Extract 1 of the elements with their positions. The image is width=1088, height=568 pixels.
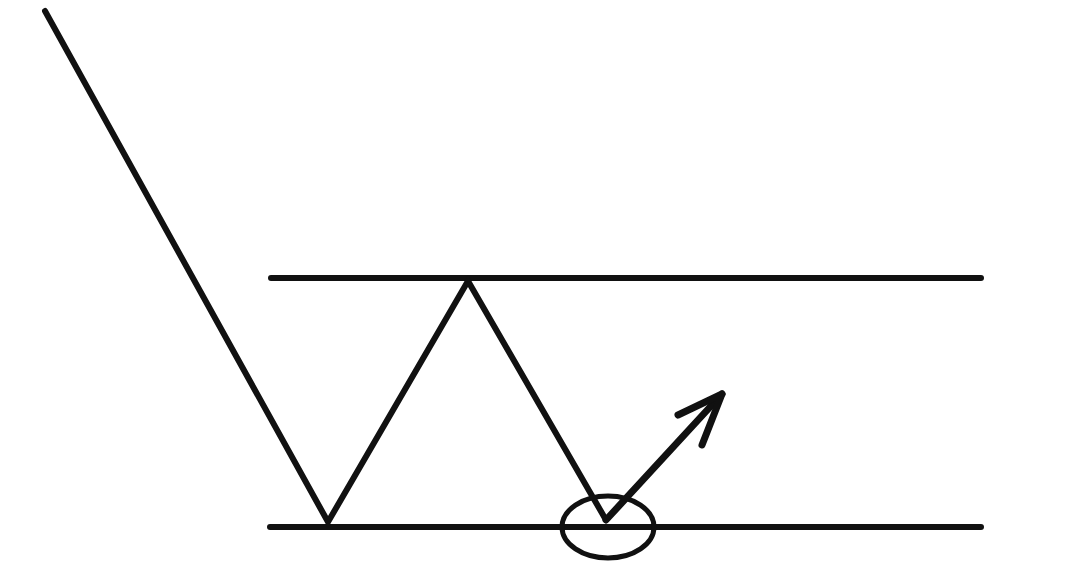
highlight-ellipse (559, 493, 657, 561)
